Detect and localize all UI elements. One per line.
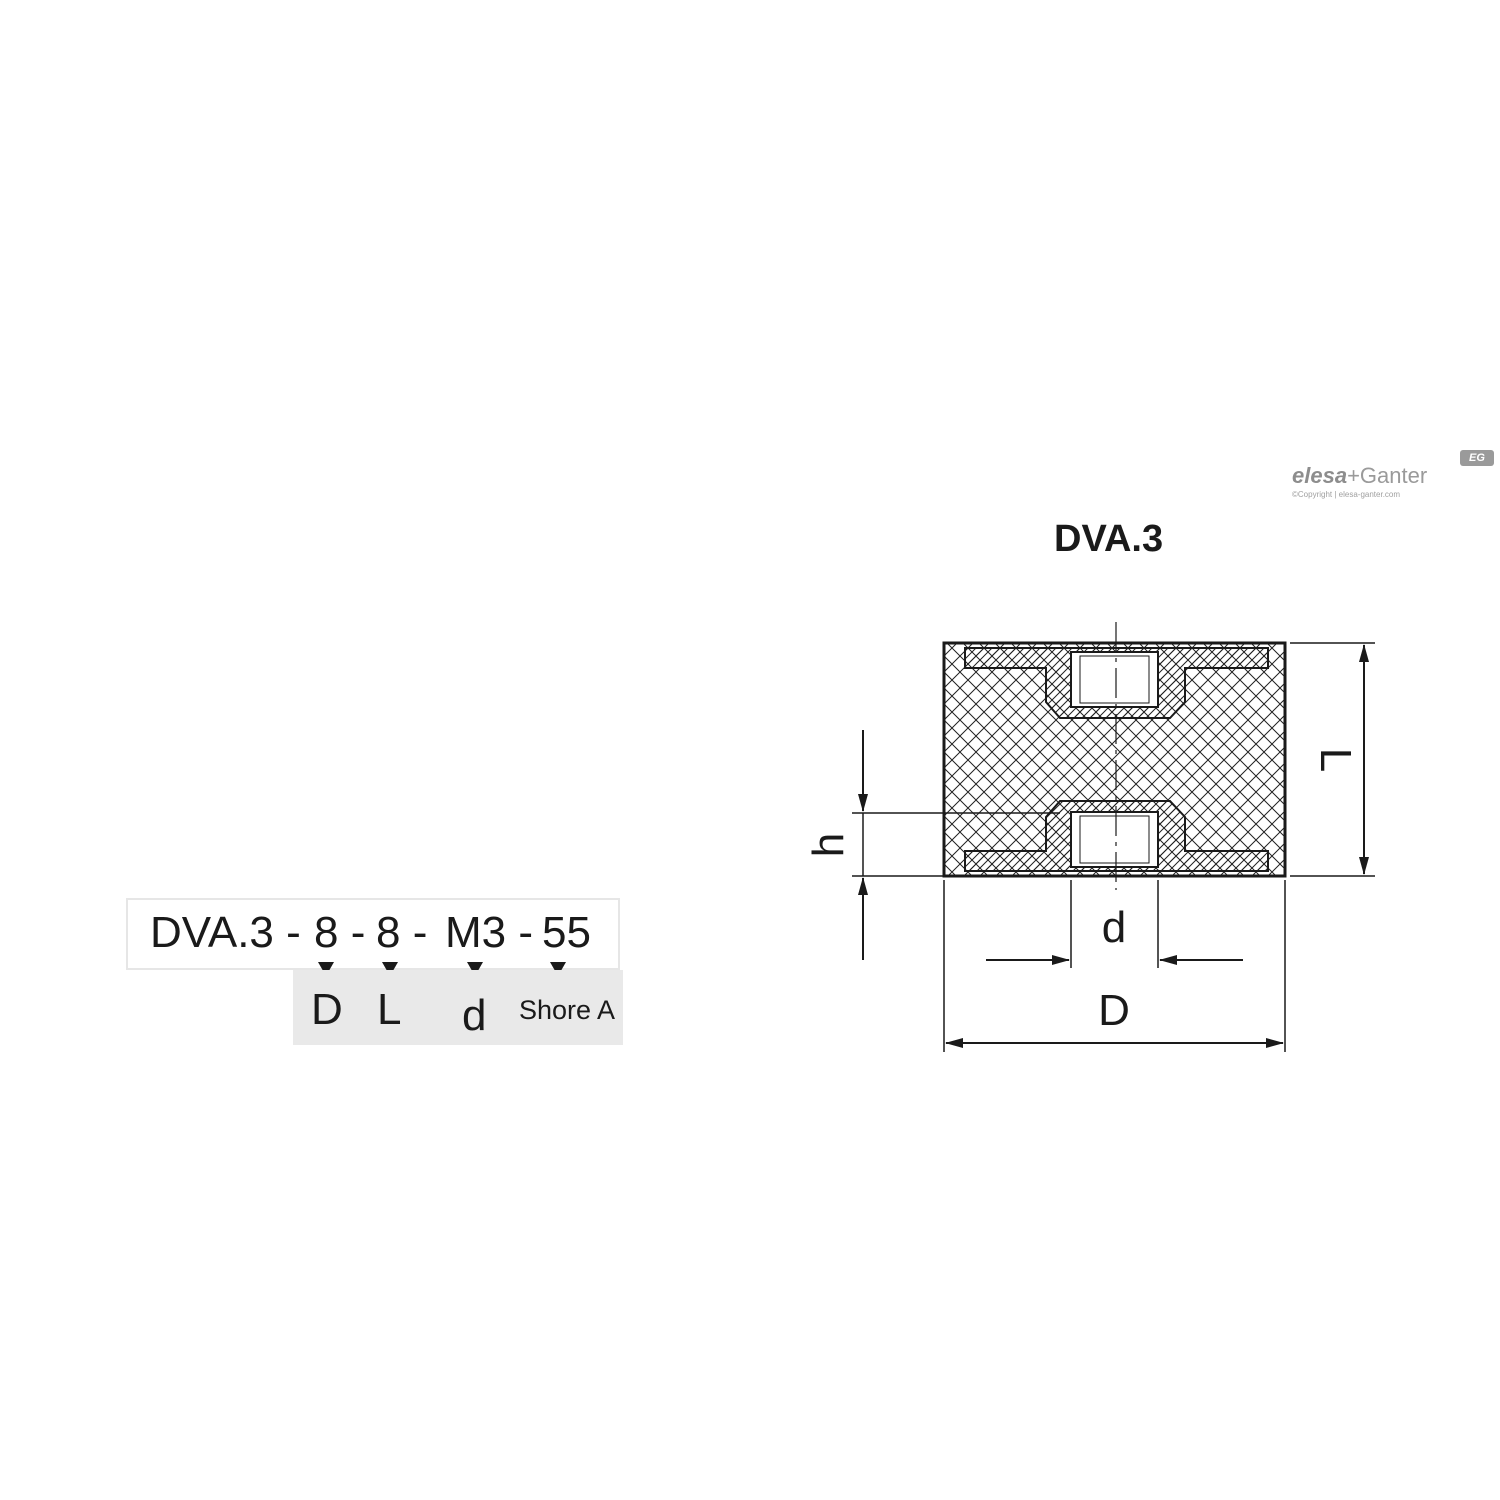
code-part-series: DVA.3 - [150, 908, 301, 957]
code-part-L: 8 - [376, 908, 428, 957]
ordering-code-box [126, 898, 620, 970]
legend-shore: Shore A [519, 995, 616, 1025]
dimension-label-d: d [1102, 903, 1126, 952]
dimension-label-h: h [804, 833, 853, 857]
code-part-shore: 55 [542, 908, 591, 957]
brand-name-a: elesa [1292, 463, 1348, 488]
legend-L: L [377, 985, 402, 1034]
legend-D: D [311, 985, 343, 1034]
code-part-d: M3 - [445, 908, 533, 957]
legend-d: d [462, 991, 487, 1040]
ordering-legend-box [293, 970, 623, 1045]
dimension-label-L: L [1311, 748, 1360, 772]
dimension-D: D [943, 880, 1286, 1052]
dimension-h: h [804, 730, 1060, 960]
product-title: DVA.3 [1054, 518, 1164, 560]
brand-badge: EG [1460, 450, 1494, 466]
dimension-d: d [986, 880, 1243, 968]
brand-name-b: +Ganter [1347, 463, 1428, 488]
copyright-text: ©Copyright | elesa-ganter.com [1292, 490, 1401, 499]
dimension-L: L [1290, 642, 1375, 877]
code-part-D: 8 - [314, 908, 366, 957]
dimension-label-D: D [1098, 986, 1130, 1035]
brand-logo: elesa+Ganter [1292, 462, 1427, 490]
